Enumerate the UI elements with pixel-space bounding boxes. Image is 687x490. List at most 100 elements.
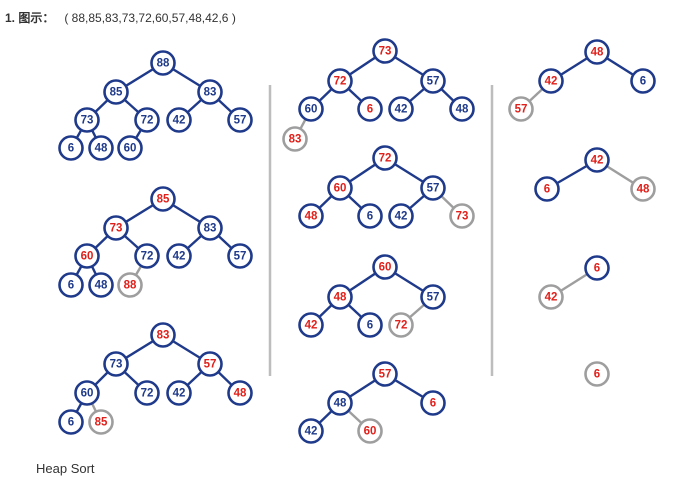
sorted-node: 48 — [630, 176, 656, 202]
heap-node: 73 — [372, 38, 398, 64]
node-value: 42 — [305, 426, 318, 438]
node-circle — [227, 380, 253, 406]
node-circle — [227, 243, 253, 269]
node-circle — [388, 203, 414, 229]
node-circle — [584, 39, 610, 65]
node-circle — [327, 284, 353, 310]
heap-node: 48 — [449, 96, 475, 122]
heap-node: 6 — [584, 255, 610, 281]
node-value: 48 — [591, 47, 604, 59]
node-circle — [134, 107, 160, 133]
figure-caption: Heap Sort — [36, 461, 95, 476]
node-value: 85 — [157, 194, 170, 206]
node-circle — [150, 322, 176, 348]
node-value: 42 — [395, 211, 408, 223]
sorted-node: 83 — [282, 126, 308, 152]
node-value: 48 — [334, 398, 347, 410]
node-value: 60 — [305, 104, 318, 116]
node-circle — [449, 203, 475, 229]
node-value: 73 — [110, 359, 123, 371]
heap-tree-3-1: 48 42 6 57 — [508, 39, 656, 122]
heap-node: 72 — [134, 107, 160, 133]
heap-node: 60 — [117, 135, 143, 161]
node-value: 88 — [124, 280, 137, 292]
node-circle — [166, 243, 192, 269]
heap-node: 6 — [630, 68, 656, 94]
heap-node: 57 — [420, 284, 446, 310]
heap-node: 48 — [327, 284, 353, 310]
node-value: 83 — [289, 134, 302, 146]
node-circle — [372, 38, 398, 64]
sorted-node: 6 — [584, 361, 610, 387]
node-value: 6 — [594, 369, 600, 381]
node-circle — [117, 272, 143, 298]
node-circle — [282, 126, 308, 152]
heap-node: 57 — [420, 175, 446, 201]
node-circle — [58, 409, 84, 435]
node-value: 73 — [81, 115, 94, 127]
node-circle — [166, 380, 192, 406]
node-circle — [88, 272, 114, 298]
node-value: 42 — [395, 104, 408, 116]
node-circle — [388, 312, 414, 338]
node-circle — [88, 135, 114, 161]
heap-node: 42 — [538, 68, 564, 94]
heap-node: 42 — [298, 418, 324, 444]
node-value: 42 — [305, 320, 318, 332]
heap-node: 83 — [197, 215, 223, 241]
node-circle — [420, 390, 446, 416]
heading-index: 1. 图示： — [5, 11, 55, 25]
node-circle — [630, 176, 656, 202]
heap-node: 83 — [197, 79, 223, 105]
node-value: 42 — [545, 76, 558, 88]
node-circle — [150, 50, 176, 76]
node-circle — [357, 203, 383, 229]
heap-node: 6 — [58, 135, 84, 161]
node-circle — [103, 79, 129, 105]
heap-node: 42 — [166, 380, 192, 406]
node-value: 60 — [379, 262, 392, 274]
sorted-node: 57 — [508, 96, 534, 122]
heap-node: 85 — [150, 186, 176, 212]
node-circle — [357, 418, 383, 444]
sorted-node: 72 — [388, 312, 414, 338]
node-circle — [538, 284, 564, 310]
heap-node: 85 — [103, 79, 129, 105]
node-value: 6 — [544, 184, 550, 196]
node-value: 6 — [367, 211, 373, 223]
node-value: 60 — [334, 183, 347, 195]
heap-node: 6 — [58, 272, 84, 298]
node-circle — [74, 107, 100, 133]
heap-node: 42 — [388, 96, 414, 122]
heap-node: 72 — [327, 68, 353, 94]
heap-node: 57 — [372, 361, 398, 387]
node-circle — [150, 186, 176, 212]
node-circle — [372, 145, 398, 171]
heap-node: 60 — [298, 96, 324, 122]
node-circle — [630, 68, 656, 94]
node-circle — [103, 351, 129, 377]
node-circle — [74, 243, 100, 269]
node-value: 72 — [141, 251, 154, 263]
node-value: 72 — [141, 115, 154, 127]
node-value: 6 — [367, 320, 373, 332]
heap-node: 6 — [420, 390, 446, 416]
heap-node: 48 — [88, 272, 114, 298]
node-value: 48 — [637, 184, 650, 196]
node-circle — [74, 380, 100, 406]
node-value: 72 — [334, 76, 347, 88]
node-circle — [327, 68, 353, 94]
heap-node: 60 — [74, 243, 100, 269]
node-circle — [298, 418, 324, 444]
node-circle — [584, 147, 610, 173]
node-circle — [58, 272, 84, 298]
node-value: 85 — [95, 417, 108, 429]
node-value: 72 — [379, 153, 392, 165]
node-value: 57 — [427, 183, 440, 195]
heap-tree-3-4: 6 — [584, 361, 610, 387]
node-value: 48 — [234, 388, 247, 400]
node-value: 73 — [379, 46, 392, 58]
